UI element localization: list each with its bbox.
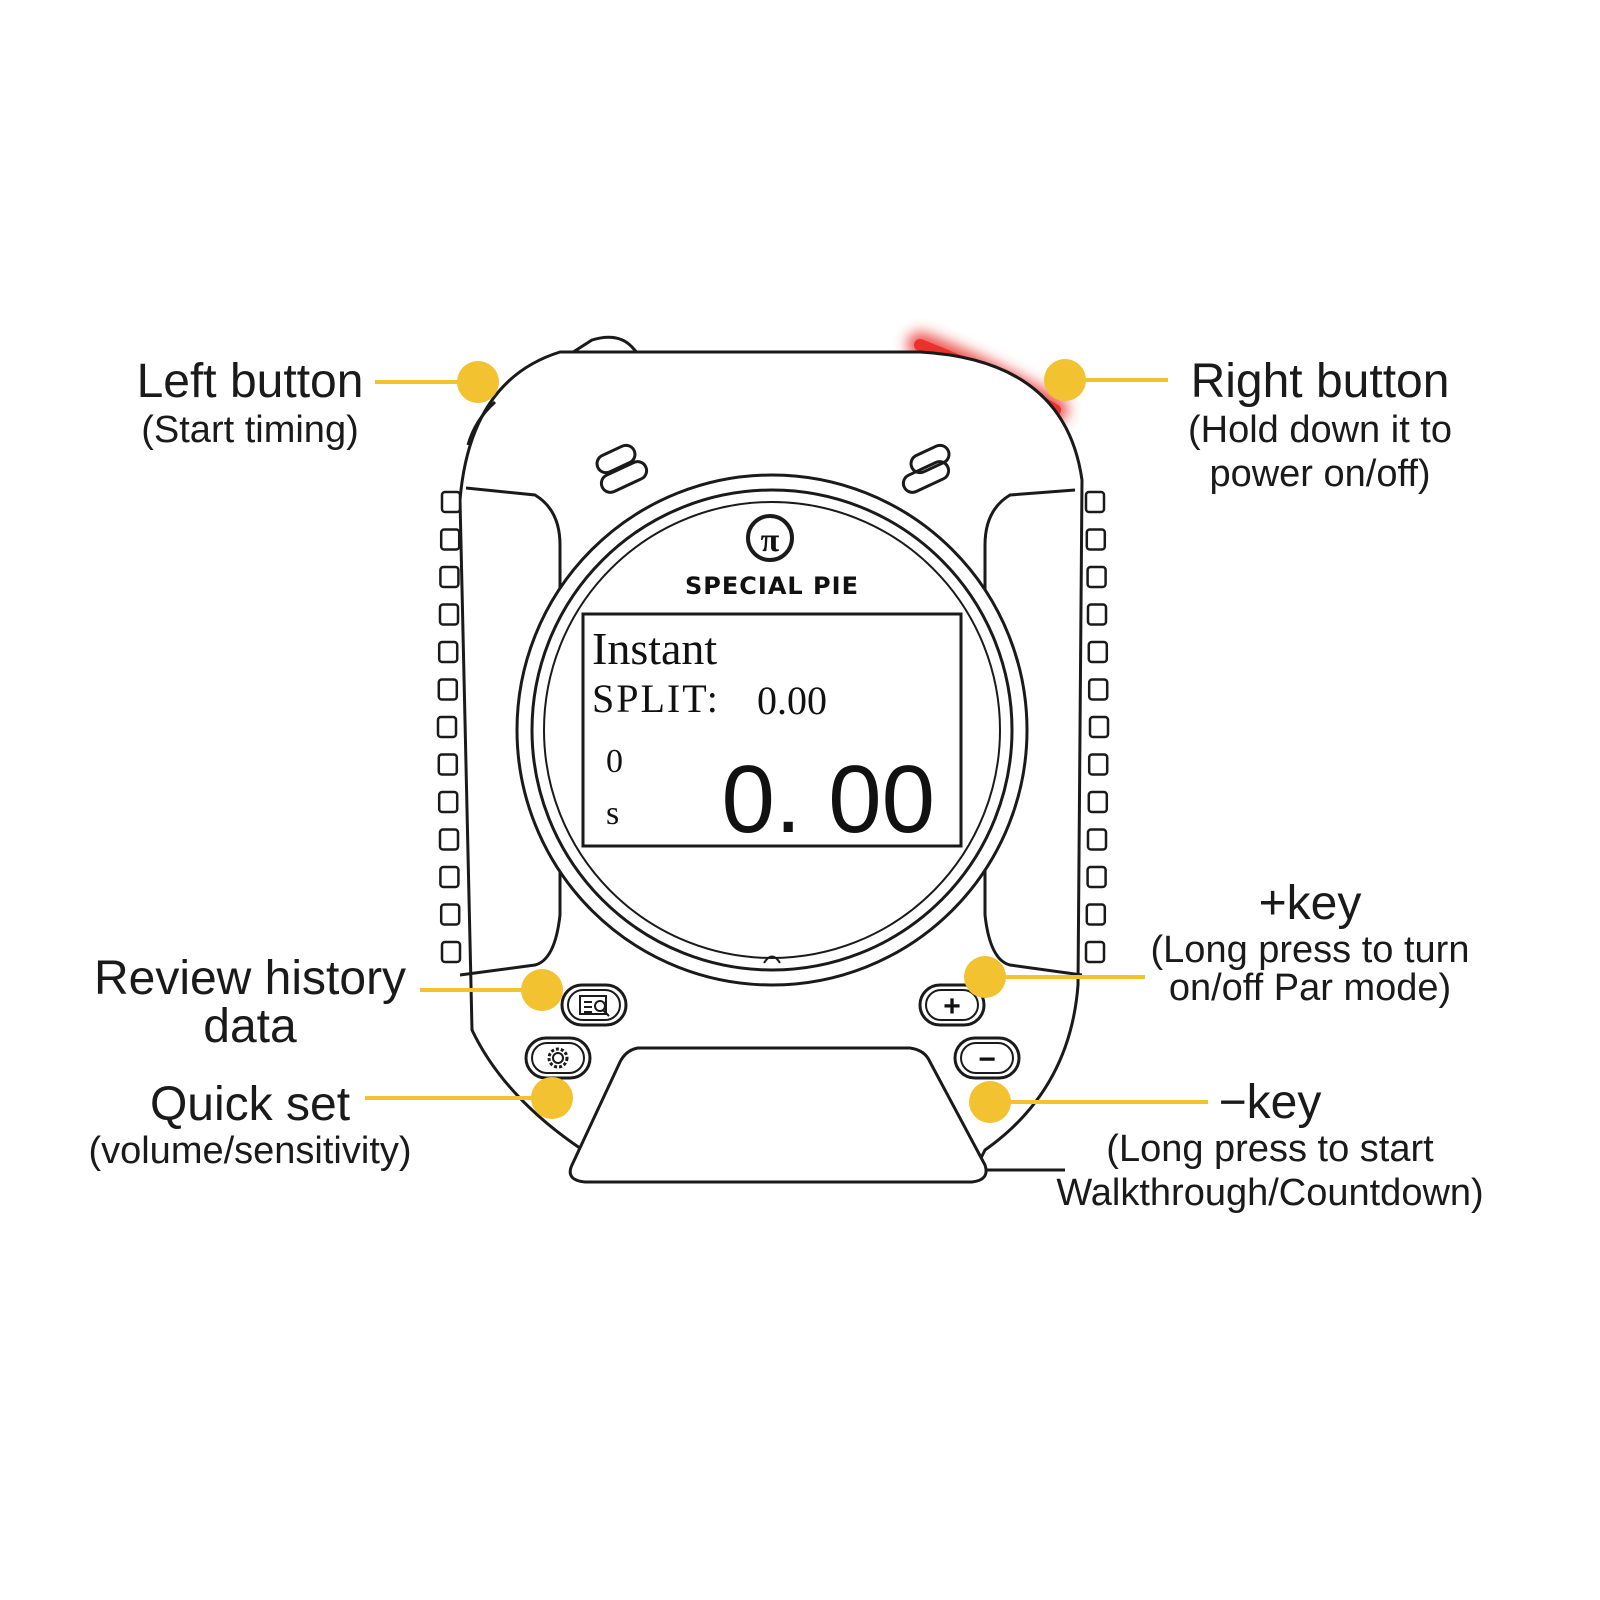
- ridge: [1087, 678, 1109, 701]
- label-review-title: Review history: [93, 952, 407, 1005]
- label-plus-key-desc-2: on/off Par mode): [1168, 967, 1452, 1010]
- callout-left-button: [375, 361, 499, 403]
- label-minus-key-title: −key: [1218, 1076, 1322, 1129]
- ridge: [440, 490, 462, 514]
- ridge: [436, 715, 458, 739]
- label-right-button-title: Right button: [1190, 355, 1450, 408]
- label-review: Review history data: [70, 955, 430, 1051]
- label-review-desc: data: [203, 1000, 297, 1053]
- speaker-left: [595, 443, 649, 494]
- ridge: [437, 753, 459, 776]
- ridge: [439, 903, 461, 926]
- ridge: [1088, 715, 1110, 739]
- ridge: [438, 603, 460, 626]
- callout-right-button: [1044, 359, 1168, 401]
- label-plus-key: +key (Long press to turn on/off Par mode…: [1130, 876, 1490, 1007]
- label-minus-key-desc-1: (Long press to start: [1106, 1128, 1434, 1171]
- label-quick-set-title: Quick set: [149, 1078, 351, 1131]
- ridge: [440, 940, 462, 964]
- review-history-icon: [579, 995, 610, 1017]
- label-quick-set: Quick set (volume/sensitivity): [70, 1078, 430, 1174]
- ridge: [1086, 828, 1108, 851]
- lcd-main-time: 0. 00: [721, 746, 935, 853]
- minus-key-button[interactable]: −: [953, 1036, 1021, 1080]
- lcd-shot-count: 0: [606, 743, 623, 780]
- ridge: [1084, 940, 1106, 964]
- label-minus-key: −key (Long press to start Walkthrough/Co…: [1040, 1076, 1500, 1216]
- plus-key-button[interactable]: +: [918, 983, 986, 1027]
- label-plus-key-desc-1: (Long press to turn: [1150, 929, 1470, 972]
- ridge: [437, 640, 459, 664]
- label-right-button: Right button (Hold down it to power on/o…: [1150, 354, 1490, 497]
- plus-icon: +: [943, 990, 961, 1023]
- ridge: [438, 828, 460, 851]
- svg-text:π: π: [761, 522, 780, 559]
- ridge: [1086, 603, 1108, 626]
- quick-set-button[interactable]: [524, 1036, 592, 1080]
- callout-minus-key: [969, 1081, 1208, 1123]
- device-stand: [568, 1046, 988, 1184]
- brand-logo-icon: π: [746, 514, 794, 562]
- callout-quick-set: [365, 1077, 573, 1119]
- left-ridges: [436, 490, 462, 964]
- label-left-button-title: Left button: [136, 355, 364, 408]
- lcd-split-value: 0.00: [757, 678, 827, 723]
- callout-review: [420, 969, 563, 1011]
- lcd-screen: [581, 612, 963, 848]
- ridge: [1085, 528, 1107, 551]
- minus-icon: −: [978, 1043, 996, 1076]
- label-left-button-desc: (Start timing): [141, 409, 359, 452]
- label-plus-key-title: +key: [1258, 877, 1362, 930]
- lcd-unit: s: [606, 795, 619, 832]
- ridge: [1087, 640, 1109, 664]
- lcd-split-label: SPLIT:: [592, 676, 720, 721]
- label-quick-set-desc: (volume/sensitivity): [88, 1130, 412, 1173]
- right-ridges: [1084, 490, 1110, 964]
- label-left-button: Left button (Start timing): [100, 354, 400, 453]
- label-minus-key-desc-2: Walkthrough/Countdown): [1056, 1172, 1484, 1215]
- ridge: [1085, 903, 1107, 926]
- label-right-button-desc-2: power on/off): [1209, 452, 1431, 495]
- review-history-button[interactable]: [560, 983, 628, 1027]
- ridge: [1086, 865, 1107, 889]
- lcd-mode: Instant: [592, 623, 717, 674]
- ridge: [1087, 790, 1109, 814]
- ridge: [1086, 565, 1107, 589]
- callout-plus-key: [964, 956, 1145, 998]
- ridge: [1087, 753, 1109, 776]
- ridge: [439, 865, 460, 889]
- ridge: [439, 565, 460, 589]
- brand-name: SPECIAL PIE: [685, 572, 859, 600]
- ridge: [439, 528, 461, 551]
- left-button[interactable]: [494, 335, 642, 404]
- gear-icon: [547, 1047, 569, 1069]
- speaker-right: [901, 443, 951, 494]
- ridge: [1084, 490, 1106, 514]
- ridge: [437, 678, 459, 701]
- ridge: [437, 790, 459, 814]
- label-right-button-desc-1: (Hold down it to: [1187, 409, 1452, 452]
